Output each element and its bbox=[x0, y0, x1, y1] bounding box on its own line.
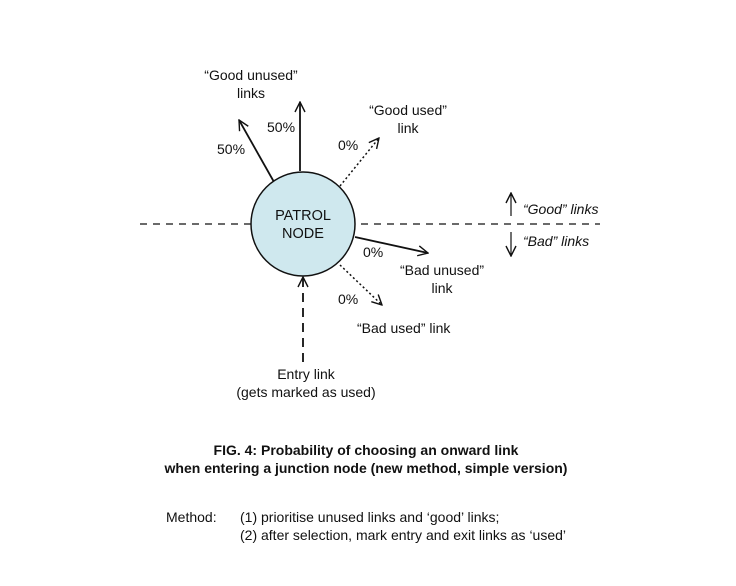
good-unused-label: “Good unused” links bbox=[185, 66, 317, 102]
bad-used-link bbox=[339, 264, 382, 305]
bad-unused-label: “Bad unused” link bbox=[389, 261, 495, 297]
good-used-label-line2: link bbox=[397, 120, 419, 136]
bad-unused-label-line2: link bbox=[431, 280, 453, 296]
bad-used-percent: 0% bbox=[338, 291, 359, 307]
node-label-line1: PATROL bbox=[275, 208, 331, 224]
figure-caption-line1: FIG. 4: Probability of choosing an onwar… bbox=[213, 442, 519, 458]
bad-unused-label-line1: “Bad unused” bbox=[399, 262, 485, 278]
bad-links-legend-label: “Bad” links bbox=[523, 233, 590, 249]
good-used-label: “Good used” link bbox=[356, 101, 460, 137]
good-unused-label-line2: links bbox=[236, 85, 265, 101]
good-unused-up-percent: 50% bbox=[267, 119, 296, 135]
node-label: PATROL NODE bbox=[253, 207, 353, 243]
entry-link-label: Entry link (gets marked as used) bbox=[215, 365, 397, 401]
method-step-1: (1) prioritise unused links and ‘good’ l… bbox=[240, 509, 500, 525]
bad-unused-link bbox=[354, 236, 428, 253]
entry-link-label-line2: (gets marked as used) bbox=[236, 384, 376, 400]
node-label-line2: NODE bbox=[282, 226, 324, 242]
patrol-node-circle bbox=[250, 171, 356, 277]
good-used-link bbox=[339, 138, 379, 187]
method-step-2: (2) after selection, mark entry and exit… bbox=[240, 527, 567, 543]
method-label: Method: bbox=[166, 509, 217, 525]
good-unused-label-line1: “Good unused” bbox=[204, 67, 298, 83]
bad-unused-percent: 0% bbox=[363, 244, 384, 260]
good-unused-left-percent: 50% bbox=[217, 141, 246, 157]
figure-caption-line2: when entering a junction node (new metho… bbox=[164, 460, 568, 476]
bad-used-label: “Bad used” link bbox=[357, 320, 451, 336]
good-used-label-line1: “Good used” bbox=[369, 102, 447, 118]
good-used-percent: 0% bbox=[338, 137, 359, 153]
entry-link-label-line1: Entry link bbox=[277, 366, 335, 382]
good-links-legend-label: “Good” links bbox=[523, 201, 599, 217]
good-unused-link-left bbox=[238, 120, 275, 183]
